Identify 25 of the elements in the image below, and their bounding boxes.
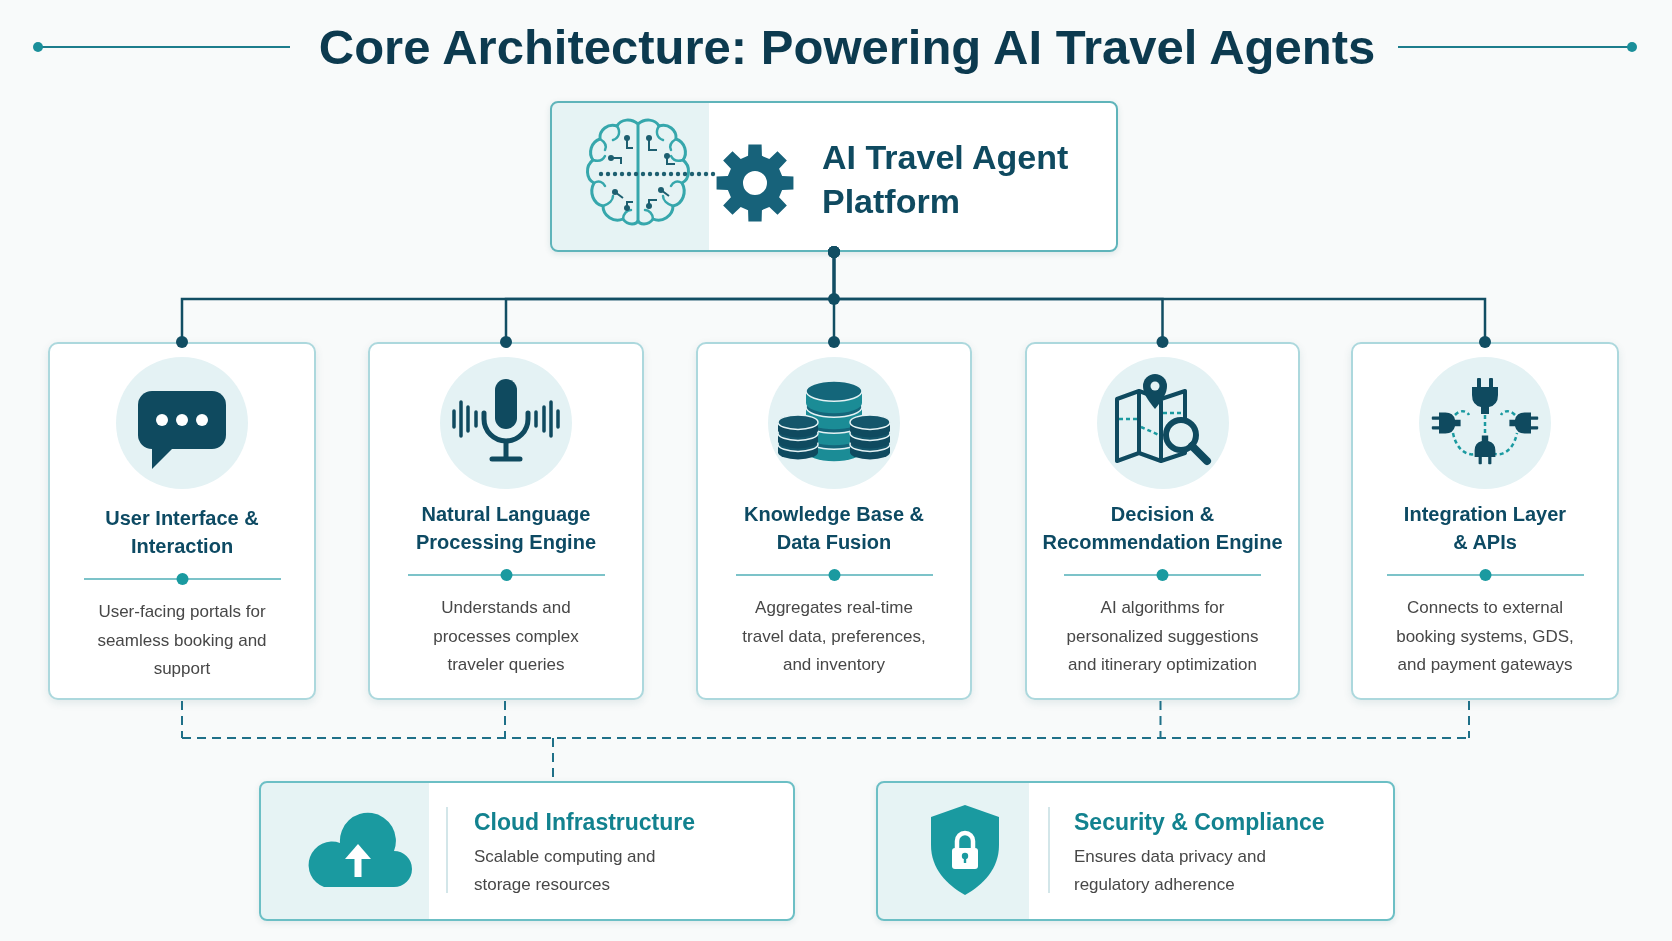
node-title: AI Travel Agent Platform [822,137,1070,222]
node-title: Knowledge Base & Data Fusion [742,502,925,555]
node-description: Aggregates real-time travel data, preferences, and inventory [741,597,927,676]
node-title: Security & Compliance [1074,808,1325,837]
node-description: Understands and processes complex traveler queries [432,597,580,676]
node-description: Scalable computing and storage resources [474,846,657,896]
service-box [259,781,795,921]
component-card [1025,342,1300,700]
component-card [696,342,972,700]
node-title: Cloud Infrastructure [474,808,696,837]
component-card [48,342,316,700]
node-title: Natural Language Processing Engine [414,502,598,555]
diagram-title: Core Architecture: Powering AI Travel Agents [318,19,1376,76]
node-title: Integration Layer & APIs [1402,502,1568,555]
connector-line [828,246,1491,348]
node-title: User Interface & Interaction [104,506,260,559]
component-card [1351,342,1619,700]
node-description: User-facing portals for seamless booking and support [96,601,268,680]
node-title: Decision & Recommendation Engine [1041,502,1284,555]
platform-box [550,101,1118,252]
service-box [876,781,1395,921]
node-description: AI algorithms for personalized suggestions and itinerary optimization [1065,597,1260,676]
node-description: Connects to external booking systems, GDS, and payment gateways [1395,597,1575,676]
node-description: Ensures data privacy and regulatory adherence [1074,846,1267,896]
component-card [368,342,644,700]
